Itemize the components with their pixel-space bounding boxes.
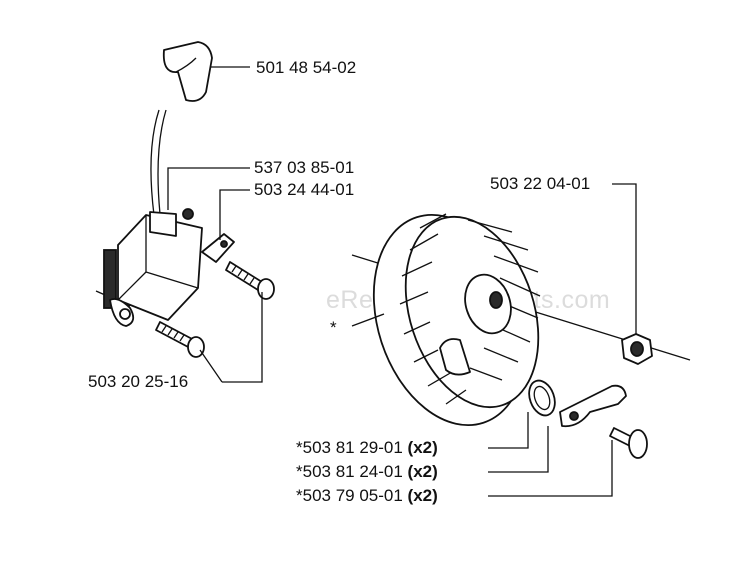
part-number-coil-screws: 503 20 25-16 [88, 372, 189, 391]
part-number-pawl-bolt: *503 79 05-01 (x2) [296, 486, 438, 506]
leader-pawl [488, 426, 549, 473]
ignition-coil-part [103, 208, 203, 327]
part-number-boot: 501 48 54-02 [256, 58, 357, 77]
part-number-wire-clip: 503 24 44-01 [254, 180, 355, 199]
pawl-bolt-part [609, 427, 648, 459]
wire-clip-part [201, 233, 235, 263]
leader-flywheel [351, 313, 385, 327]
leader-wire-clip [219, 189, 250, 240]
flywheel-asterisk: * [330, 318, 337, 337]
leader-coil-screws [222, 292, 263, 383]
coil-screw-upper-part [225, 261, 275, 300]
quantity-pawl: (x2) [407, 462, 438, 481]
leader-flywheel-nut [612, 183, 637, 334]
flywheel-part [372, 213, 541, 426]
part-number-pawl-text: *503 81 24-01 [296, 462, 408, 481]
leader-coil [167, 167, 250, 210]
quantity-pawl-bolt: (x2) [407, 486, 438, 505]
part-number-spring: *503 81 29-01 (x2) [296, 438, 438, 458]
part-number-pawl-bolt-text: *503 79 05-01 [296, 486, 408, 505]
part-number-flywheel-nut: 503 22 04-01 [490, 174, 591, 193]
part-number-coil: 537 03 85-01 [254, 158, 355, 177]
part-number-spring-text: *503 81 29-01 [296, 438, 408, 457]
leader-pawl-bolt [488, 440, 613, 497]
leader-coil-screw-lower [199, 349, 223, 383]
part-number-pawl: *503 81 24-01 (x2) [296, 462, 438, 482]
starter-spring-part [528, 379, 556, 417]
starter-pawl-part [559, 384, 627, 428]
quantity-spring: (x2) [407, 438, 438, 457]
spark-plug-boot-part [150, 41, 213, 216]
flywheel-nut-part [621, 333, 653, 365]
leader-spring [488, 412, 529, 449]
coil-screw-lower-part [155, 321, 205, 358]
